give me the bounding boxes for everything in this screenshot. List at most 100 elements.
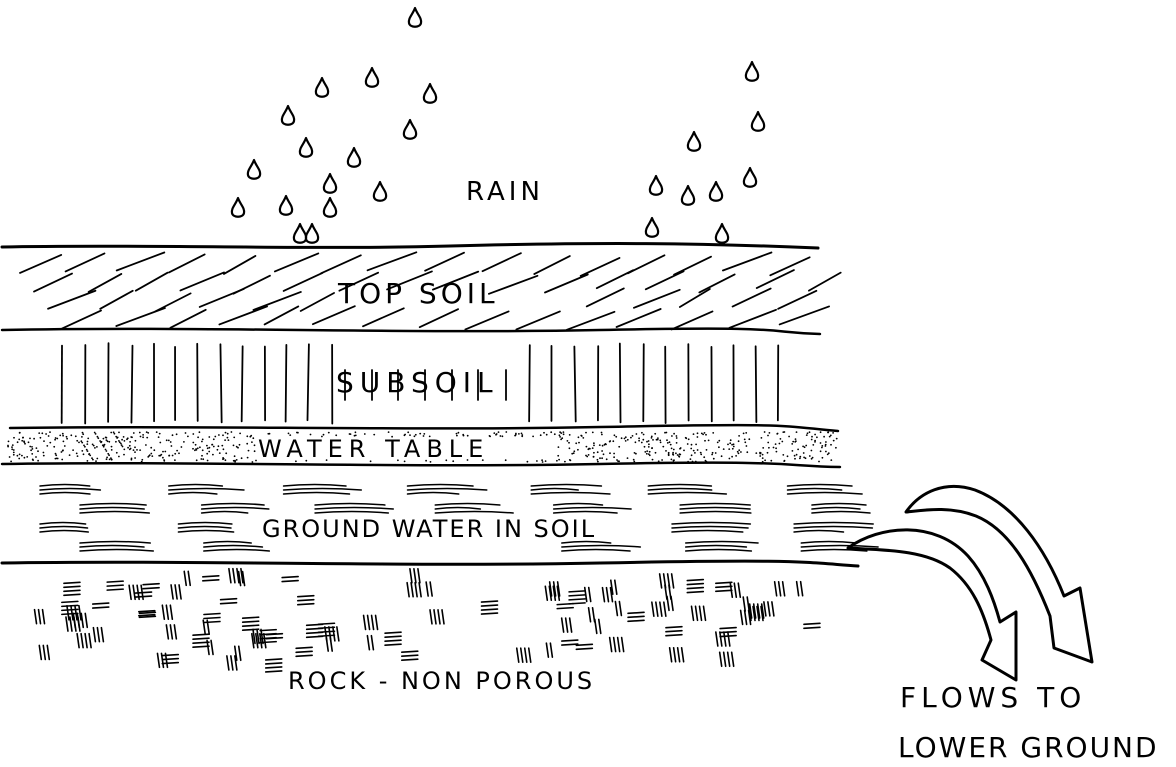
- rock-stroke: [402, 651, 418, 652]
- rock-stroke: [162, 605, 164, 619]
- rock-stroke: [296, 651, 312, 652]
- stipple-dot: [168, 440, 170, 442]
- topsoil-slash: [733, 289, 771, 307]
- stipple-dot: [150, 453, 152, 455]
- stipple-dot: [543, 432, 545, 434]
- stipple-dot: [527, 461, 529, 463]
- stipple-dot: [521, 433, 523, 435]
- stipple-dot: [694, 452, 696, 454]
- rock-stroke: [79, 606, 81, 620]
- stipple-dot: [55, 453, 57, 455]
- rock-stroke: [576, 648, 592, 649]
- stipple-dot: [658, 460, 660, 462]
- stipple-dot: [111, 449, 113, 451]
- wave-stroke: [794, 531, 843, 533]
- stipple-dot: [145, 444, 147, 446]
- rock-stroke: [298, 600, 314, 601]
- stipple-dot: [61, 451, 63, 453]
- raindrop-icon: [688, 132, 700, 151]
- stipple-dot: [521, 435, 523, 437]
- stipple-dot: [254, 444, 256, 446]
- wave-stroke: [801, 542, 856, 544]
- rock-stroke: [724, 652, 726, 666]
- wave-stroke: [80, 512, 149, 514]
- topsoil-slash: [368, 252, 417, 270]
- stipple-dot: [671, 448, 673, 450]
- rock-stroke: [569, 595, 585, 596]
- stipple-dot: [666, 439, 668, 441]
- rock-stroke: [73, 613, 75, 627]
- rock-stroke: [260, 630, 276, 631]
- stipple-dot: [35, 456, 37, 458]
- stipple-dot: [770, 460, 772, 462]
- rock-stroke: [801, 582, 803, 596]
- stipple-dot: [239, 433, 241, 435]
- stipple-dot: [706, 449, 708, 451]
- stipple-dot: [66, 436, 68, 438]
- stipple-dot: [646, 441, 648, 443]
- stipple-dot: [255, 460, 257, 462]
- rock-stroke: [772, 602, 774, 616]
- topsoil-slash: [284, 273, 323, 291]
- stipple-dot: [805, 445, 807, 447]
- rock-stroke: [615, 602, 617, 616]
- stipple-dot: [134, 451, 136, 453]
- stipple-dot: [17, 441, 19, 443]
- rock-stroke: [307, 632, 323, 633]
- rock-stroke: [97, 628, 99, 642]
- wave-stroke: [202, 508, 269, 510]
- stipple-dot: [32, 459, 34, 461]
- stipple-dot: [744, 441, 746, 443]
- stipple-dot: [162, 457, 164, 459]
- stipple-dot: [601, 450, 603, 452]
- stipple-dot: [28, 441, 30, 443]
- stipple-dot: [648, 443, 650, 445]
- rock-stroke: [157, 653, 159, 667]
- stipple-dot: [53, 446, 55, 448]
- stipple-dot: [695, 461, 697, 463]
- rock-stroke: [193, 638, 209, 639]
- wave-stroke: [40, 485, 90, 487]
- wave-stroke: [202, 504, 264, 506]
- topsoil-slash: [465, 311, 508, 329]
- stipple-dot: [701, 433, 703, 435]
- stipple-dot: [55, 454, 57, 456]
- raindrop-icon: [316, 78, 328, 97]
- stipple-dot: [762, 447, 764, 449]
- topsoil-slash: [180, 272, 224, 290]
- stipple-dot: [70, 434, 72, 436]
- wave-stroke: [672, 523, 750, 525]
- raindrop-icon: [324, 198, 336, 217]
- rock-stroke: [652, 602, 654, 616]
- rock-stroke: [266, 659, 282, 660]
- subsoil-line: [620, 344, 621, 423]
- stipple-dot: [712, 452, 714, 454]
- rock-stroke: [415, 583, 417, 597]
- rock-stroke: [728, 652, 730, 666]
- stipple-dot: [82, 433, 84, 435]
- stipple-dot: [567, 440, 569, 442]
- stipple-dot: [46, 445, 48, 447]
- topsoil-slash: [809, 273, 841, 291]
- stipple-dot: [559, 434, 561, 436]
- topsoil-slash: [699, 274, 734, 292]
- topsoil-slash: [420, 309, 458, 327]
- stipple-dot: [197, 436, 199, 438]
- stipple-dot: [781, 441, 783, 443]
- stipple-dot: [45, 433, 47, 435]
- rock-stroke: [402, 655, 418, 656]
- rock-stroke: [667, 596, 669, 610]
- rock-stroke: [39, 645, 41, 659]
- raindrop-icon: [248, 160, 260, 179]
- stipple-dot: [693, 433, 695, 435]
- rock-stroke: [243, 625, 259, 626]
- wave-stroke: [680, 512, 751, 514]
- stipple-dot: [131, 459, 133, 461]
- rock-stroke: [296, 655, 312, 656]
- stipple-dot: [818, 461, 820, 463]
- stipple-dot: [87, 441, 89, 443]
- rock-stroke: [696, 606, 698, 620]
- stipple-dot: [219, 452, 221, 454]
- stipple-dot: [158, 436, 160, 438]
